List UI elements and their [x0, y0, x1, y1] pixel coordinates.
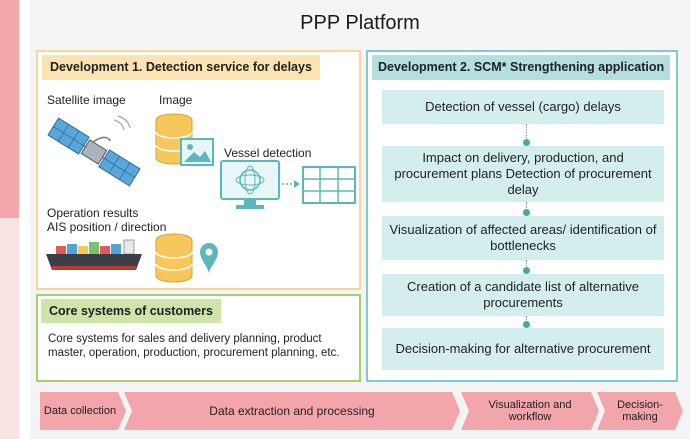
step-connector [526, 124, 527, 146]
core-systems-description: Core systems for sales and delivery plan… [48, 333, 340, 359]
grid-table-icon [302, 166, 356, 204]
left-accent-strip-light [0, 218, 19, 439]
development1-box: Development 1. Detection service for del… [36, 50, 361, 290]
core-systems-heading: Core systems of customers [41, 299, 221, 323]
flow-step-decision-making: Decision-making [597, 392, 683, 430]
development1-heading: Development 1. Detection service for del… [42, 55, 320, 80]
step-connector-dot [523, 139, 530, 146]
operation-results-label: Operation results [47, 206, 139, 220]
image-label: Image [159, 93, 193, 107]
step-detect-vessel-delays: Detection of vessel (cargo) delays [382, 90, 664, 124]
flow-step-data-collection: Data collection [40, 392, 126, 430]
core-systems-box: Core systems of customers Core systems f… [36, 294, 361, 382]
diagram-title: PPP Platform [300, 12, 420, 34]
step-decision-making: Decision-making for alternative procurem… [382, 328, 664, 370]
satellite-icon [47, 115, 141, 187]
step-impact-on-plans: Impact on delivery, production, and proc… [382, 146, 664, 202]
development2-box: Development 2. SCM* Strengthening applic… [366, 50, 678, 382]
image-icon [180, 138, 214, 166]
location-database-icon [155, 233, 218, 283]
step-connector-dot [523, 267, 530, 274]
development2-heading: Development 2. SCM* Strengthening applic… [372, 55, 671, 80]
vessel-detection-label: Vessel detection [224, 146, 312, 160]
flow-step-data-extraction: Data extraction and processing [124, 392, 460, 430]
step-connector-dot [523, 209, 530, 216]
cargo-ship-icon [46, 239, 142, 270]
left-accent-strip [0, 0, 19, 218]
flow-step-visualization: Visualization and workflow [461, 392, 599, 430]
ais-position-label: AIS position / direction [47, 220, 167, 234]
step-visualization: Visualization of affected areas/ identif… [382, 216, 664, 260]
step-candidate-list: Creation of a candidate list of alternat… [382, 274, 664, 316]
satellite-image-label: Satellite image [47, 93, 126, 107]
step-connector-dot [523, 321, 530, 328]
arrow-right-icon [282, 180, 300, 188]
monitor-icon [220, 160, 280, 209]
